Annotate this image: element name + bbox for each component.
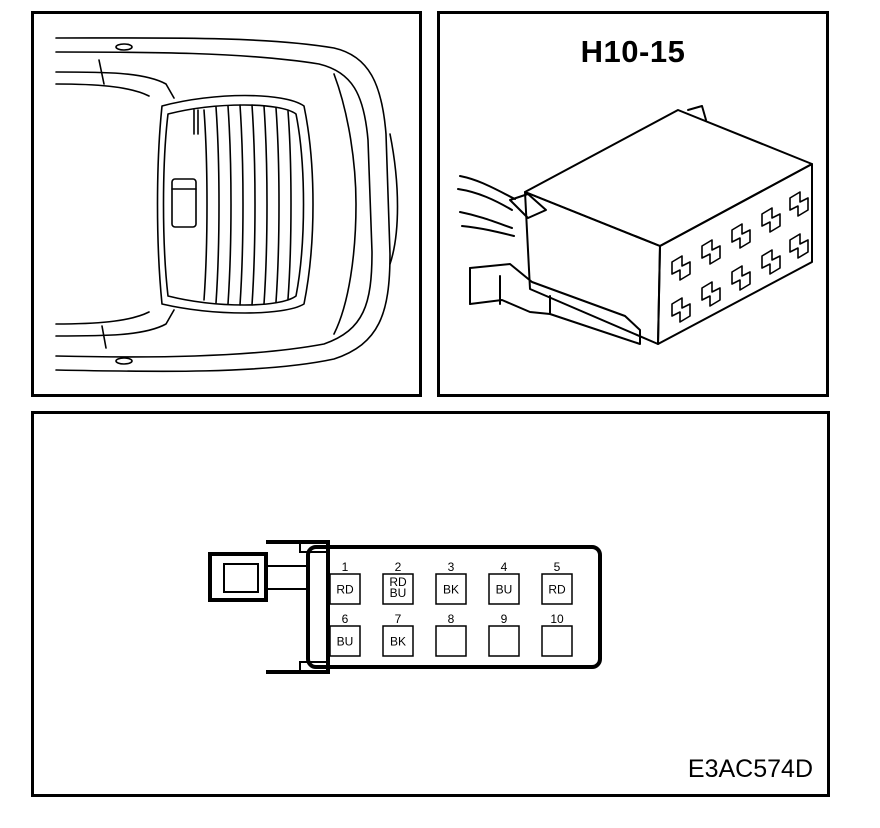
pin-cavity xyxy=(382,625,414,657)
pin-10: 10 xyxy=(541,612,573,657)
pin-cavity xyxy=(382,573,414,605)
pin-number: 8 xyxy=(448,612,455,626)
connector-latch xyxy=(208,552,268,602)
connector-body xyxy=(306,545,602,669)
wire-color-label: BK xyxy=(390,635,406,649)
connector-3d-illustration xyxy=(457,105,813,345)
pin-9: 9 xyxy=(488,612,520,657)
pin-cavity xyxy=(541,625,573,657)
pin-5: 5RD xyxy=(541,560,573,605)
pin-number: 4 xyxy=(501,560,508,574)
pin-number: 6 xyxy=(342,612,349,626)
wire-color-label: BU xyxy=(337,635,354,649)
pin-6: 6BU xyxy=(329,612,361,657)
connector-id-label: H10-15 xyxy=(580,34,686,69)
pin-cavity xyxy=(329,573,361,605)
connector-view-panel: H10-15 xyxy=(437,11,829,397)
pin-number: 2 xyxy=(395,560,402,574)
pin-number: 5 xyxy=(554,560,561,574)
wire-color-label: RD xyxy=(389,575,407,589)
pin-number: 1 xyxy=(342,560,349,574)
pin-3: 3BK xyxy=(435,560,467,605)
pin-cavity xyxy=(488,625,520,657)
pin-7: 7BK xyxy=(382,612,414,657)
pin-8: 8 xyxy=(435,612,467,657)
wire-color-label: BU xyxy=(390,586,407,600)
pin-cavity xyxy=(435,573,467,605)
pin-1: 1RD xyxy=(329,560,361,605)
pin-cavity xyxy=(329,625,361,657)
pin-number: 7 xyxy=(395,612,402,626)
vehicle-rear-illustration xyxy=(55,37,399,373)
wire-color-label: RD xyxy=(336,583,354,597)
pin-cavity xyxy=(541,573,573,605)
pin-cavity xyxy=(488,573,520,605)
wire-color-label: BU xyxy=(496,583,513,597)
pin-number: 10 xyxy=(550,612,564,626)
connector-flange xyxy=(266,540,330,674)
pin-4: 4BU xyxy=(488,560,520,605)
wire-color-label: BK xyxy=(443,583,459,597)
wire-color-label: RD xyxy=(548,583,566,597)
pin-cavity xyxy=(435,625,467,657)
pin-number: 9 xyxy=(501,612,508,626)
vehicle-location-panel xyxy=(31,11,422,397)
pin-number: 3 xyxy=(448,560,455,574)
diagram-code: E3AC574D xyxy=(687,755,813,783)
